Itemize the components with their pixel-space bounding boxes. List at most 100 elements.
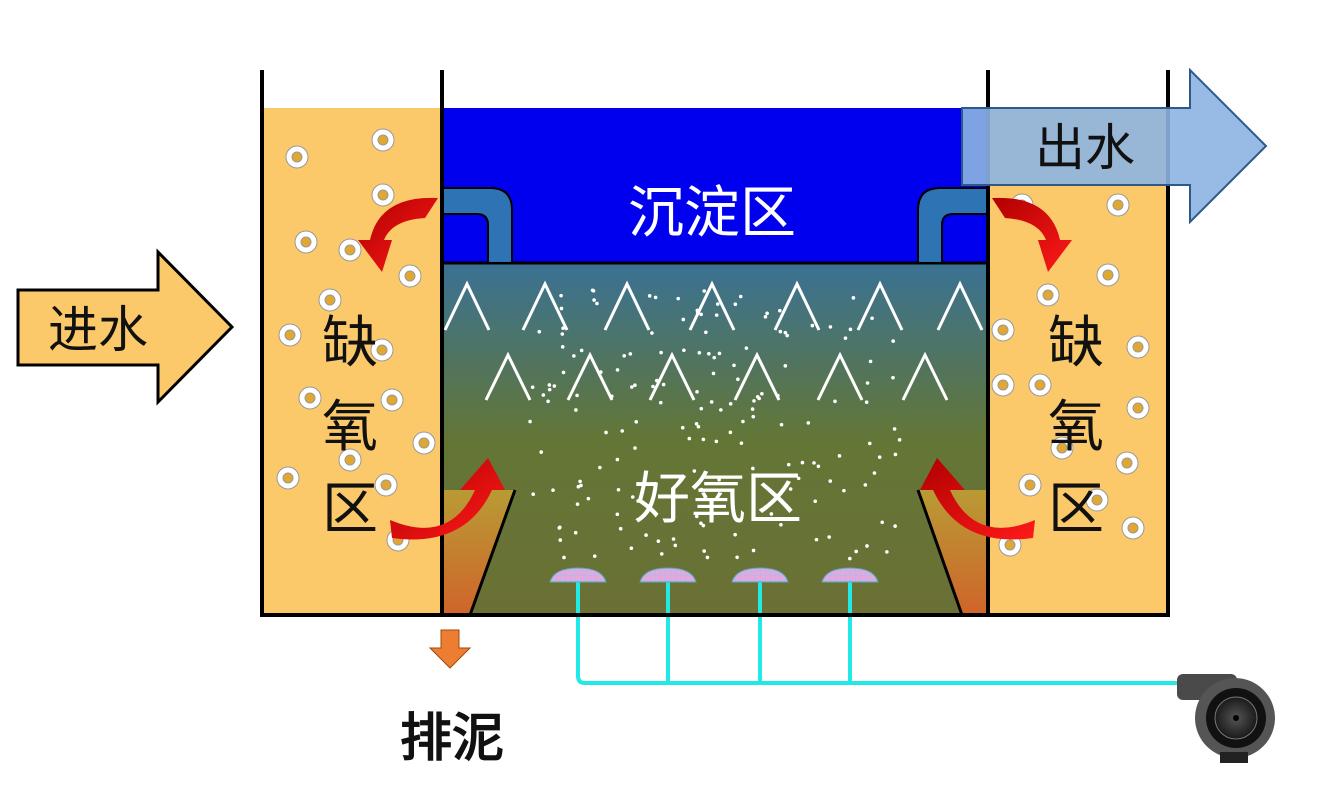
bubble xyxy=(699,487,704,492)
bubble xyxy=(851,296,856,300)
bubble xyxy=(656,539,661,543)
bubble xyxy=(699,521,703,526)
bubble xyxy=(810,323,815,328)
bubble xyxy=(842,488,846,493)
bubble xyxy=(714,439,719,444)
bubble xyxy=(891,339,895,343)
bubble xyxy=(651,384,655,389)
bubble xyxy=(661,382,666,387)
bubble xyxy=(893,452,898,457)
bubble xyxy=(833,399,837,404)
bubble xyxy=(559,293,563,298)
anoxic-zone-label-left: 缺 氧 区 xyxy=(322,311,378,542)
diffuser xyxy=(821,567,879,583)
bubble xyxy=(633,383,637,388)
bubble xyxy=(891,375,895,380)
carrier xyxy=(371,128,395,152)
bubble xyxy=(692,469,697,473)
bubble xyxy=(579,348,584,353)
bubble xyxy=(629,546,634,551)
bubble xyxy=(592,554,597,558)
carrier xyxy=(1036,283,1060,307)
air-bubbles xyxy=(528,288,902,561)
carrier xyxy=(1126,335,1150,359)
bubble xyxy=(783,364,788,368)
carrier xyxy=(1050,436,1074,460)
bubble xyxy=(615,457,620,462)
bubble xyxy=(828,479,833,483)
bubble xyxy=(557,526,562,530)
bubble xyxy=(763,315,768,319)
bubble xyxy=(595,301,599,306)
bubble xyxy=(786,462,791,467)
carrier xyxy=(338,448,362,472)
chevron xyxy=(856,280,904,331)
carrier xyxy=(298,386,322,410)
bubble xyxy=(671,537,676,541)
overflow-pipe-left xyxy=(441,187,513,264)
bubble xyxy=(680,425,685,430)
carrier xyxy=(398,264,422,288)
bubble xyxy=(813,499,818,504)
bubble xyxy=(796,476,801,481)
bubble xyxy=(599,370,603,374)
bubble xyxy=(738,294,743,299)
bubble xyxy=(814,537,819,542)
bubble xyxy=(717,351,722,356)
bubble xyxy=(573,530,578,535)
bubble xyxy=(760,391,764,396)
bubble xyxy=(694,422,699,426)
bubble xyxy=(618,526,623,531)
carrier xyxy=(338,238,362,262)
bubble xyxy=(615,512,620,517)
bubble xyxy=(751,414,756,419)
bubble xyxy=(528,419,532,424)
bubble xyxy=(714,313,719,317)
bubble xyxy=(765,311,769,316)
carrier xyxy=(412,431,436,455)
svg-text:缺: 缺 xyxy=(1048,311,1104,376)
chevron xyxy=(773,280,821,331)
carrier xyxy=(374,473,398,497)
bubble xyxy=(702,289,707,293)
bubble xyxy=(659,552,664,556)
bubble xyxy=(682,348,686,353)
chevron xyxy=(733,351,781,401)
bubble xyxy=(755,394,760,399)
bubble xyxy=(707,351,711,356)
bubble xyxy=(800,460,805,465)
bubble xyxy=(806,421,811,425)
inflow-arrow: 进水 xyxy=(16,248,235,406)
bubble xyxy=(848,556,852,561)
bubble xyxy=(530,385,535,389)
bubble xyxy=(769,512,774,516)
bubble xyxy=(778,308,782,313)
settling-zone xyxy=(442,108,988,263)
bubble xyxy=(701,523,706,528)
bubble xyxy=(687,436,692,441)
bubble xyxy=(893,524,897,528)
air-pipe xyxy=(576,580,1182,685)
svg-text:氧: 氧 xyxy=(322,395,378,460)
bubble xyxy=(736,377,740,382)
bubble xyxy=(546,399,550,404)
bubble xyxy=(728,430,733,435)
chevron xyxy=(936,280,984,331)
bubble xyxy=(783,330,788,335)
bubble xyxy=(673,543,678,548)
carrier xyxy=(1106,193,1130,217)
inflow-label: 进水 xyxy=(48,301,148,359)
diffuser xyxy=(639,567,697,583)
bubble xyxy=(539,450,544,454)
blower-icon xyxy=(1177,674,1275,763)
bubble xyxy=(592,298,596,302)
bubble xyxy=(711,371,716,376)
carrier xyxy=(1028,373,1052,397)
carrier xyxy=(991,318,1015,342)
bubble xyxy=(812,461,816,465)
bubble xyxy=(560,332,565,336)
bubble xyxy=(872,471,877,475)
bubble xyxy=(659,350,663,355)
carrier xyxy=(285,145,309,169)
bubble xyxy=(728,402,733,406)
